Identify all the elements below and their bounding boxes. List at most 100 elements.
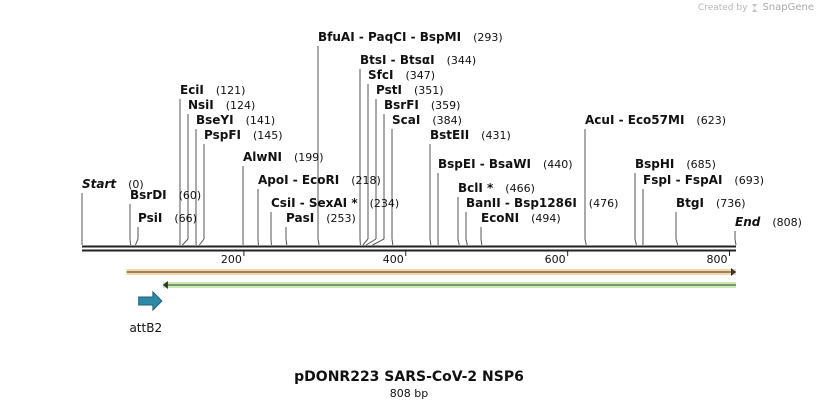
site-position: (494) [531, 212, 561, 225]
site-label: NsiI(124) [188, 98, 255, 112]
site-position: (124) [226, 99, 256, 112]
site-name: PsiI [138, 211, 162, 225]
site-position: (685) [686, 158, 716, 171]
site-leader-line [134, 238, 139, 246]
site-leader-line [362, 238, 369, 246]
site-position: (808) [772, 216, 802, 229]
site-label: BclI * (466) [458, 181, 535, 195]
site-name: End [735, 215, 761, 229]
ruler-tick-label: 400 [383, 253, 404, 266]
sequence-title: pDONR223 SARS-CoV-2 NSP6 [294, 369, 524, 385]
site-position: (351) [414, 84, 444, 97]
site-position: (234) [370, 197, 400, 210]
site-name: PspFI [204, 128, 241, 142]
snapgene-credit: Created by SnapGene [698, 2, 814, 13]
credit-prefix: Created by [697, 2, 748, 13]
site-label: BstEII (431) [430, 128, 511, 142]
site-label: BsrFI (359) [384, 98, 460, 112]
site-leader-line [365, 238, 377, 246]
site-label: BspEI - BsaWI (440) [438, 157, 573, 171]
site-leader-line [429, 238, 432, 246]
site-name: BtgI [676, 196, 704, 210]
feature-arrowhead [162, 281, 168, 289]
site-position: (693) [734, 174, 764, 187]
site-label: PstI (351) [376, 83, 444, 97]
site-position: (466) [505, 182, 535, 195]
site-label: BanII - Bsp1286I(476) [466, 196, 618, 210]
site-position: (476) [589, 197, 619, 210]
site-name: PstI [376, 83, 402, 97]
site-leader-line [634, 238, 637, 246]
site-label: Start(0) [82, 177, 144, 191]
site-name: CsiI - SexAI * [271, 196, 358, 210]
site-leader-line [285, 238, 288, 246]
site-label: SfcI(347) [368, 68, 435, 82]
ruler-tick-label: 800 [707, 253, 728, 266]
site-name: FspI - FspAI [643, 173, 722, 187]
site-name: AcuI - Eco57MI [585, 113, 684, 127]
site-label: PasI (253) [286, 211, 356, 225]
ruler-tick-label: 200 [221, 253, 242, 266]
sequence-length: 808 bp [389, 387, 429, 400]
site-position: (121) [216, 84, 246, 97]
site-leader-line [391, 238, 394, 246]
site-position: (141) [246, 114, 276, 127]
site-leader-line [584, 238, 587, 246]
site-label: FspI - FspAI (693) [643, 173, 764, 187]
site-position: (384) [432, 114, 462, 127]
site-position: (736) [716, 197, 746, 210]
site-name: BspEI - BsaWI [438, 157, 531, 171]
feature-arrow [138, 290, 163, 312]
site-position: (293) [473, 31, 503, 44]
site-label: AlwNI (199) [243, 150, 324, 164]
site-label: EciI (121) [180, 83, 245, 97]
site-position: (344) [447, 54, 477, 67]
site-label: ScaI(384) [392, 113, 462, 127]
site-position: (60) [179, 189, 202, 202]
site-label: EcoNI (494) [481, 211, 561, 225]
feature-arrowhead [731, 268, 736, 276]
feature-label: attB2 [129, 321, 162, 335]
site-leader-line [675, 238, 679, 246]
site-label: BtgI (736) [676, 196, 746, 210]
site-name: BstEII [430, 128, 469, 142]
site-label: CsiI - SexAI * (234) [271, 196, 399, 210]
site-label: PsiI (66) [138, 211, 197, 225]
site-leader-line [182, 238, 189, 246]
site-position: (440) [543, 158, 573, 171]
site-leader-line [372, 238, 385, 246]
sequence-map: 200 400 600 800 BsrDI (60) PsiI (66) EciI (121)N… [81, 30, 802, 335]
site-name: ApoI - EcoRI [258, 173, 339, 187]
site-label: BseYI (141) [196, 113, 275, 127]
site-position: (199) [294, 151, 324, 164]
site-name: BsrFI [384, 98, 419, 112]
site-position: (623) [696, 114, 726, 127]
site-name: BsrDI [130, 188, 167, 202]
site-name: SfcI [368, 68, 393, 82]
site-position: (359) [431, 99, 461, 112]
site-name: BseYI [196, 113, 234, 127]
site-name: PasI [286, 211, 314, 225]
site-label: BfuAI - PaqCI - BspMI(293) [318, 30, 503, 44]
site-name: EciI [180, 83, 204, 97]
site-name: BclI * [458, 181, 494, 195]
site-name: EcoNI [481, 211, 519, 225]
site-leader-line [198, 238, 205, 246]
site-leader-line [465, 238, 468, 246]
site-position: (0) [128, 178, 144, 191]
site-position: (218) [351, 174, 381, 187]
site-label: PspFI (145) [204, 128, 283, 142]
site-position: (145) [253, 129, 283, 142]
site-position: (431) [481, 129, 511, 142]
site-leader-line [734, 238, 737, 246]
site-position: (253) [326, 212, 356, 225]
ruler-tick-label: 600 [545, 253, 566, 266]
site-leader-line [129, 238, 132, 246]
site-label: End (808) [735, 215, 802, 229]
site-label: BtsI - BtsαI(344) [360, 53, 476, 67]
site-label: AcuI - Eco57MI (623) [585, 113, 726, 127]
backbone [82, 245, 736, 252]
snapgene-logo-icon [752, 3, 758, 12]
site-position: (66) [174, 212, 197, 225]
site-name: AlwNI [243, 150, 282, 164]
